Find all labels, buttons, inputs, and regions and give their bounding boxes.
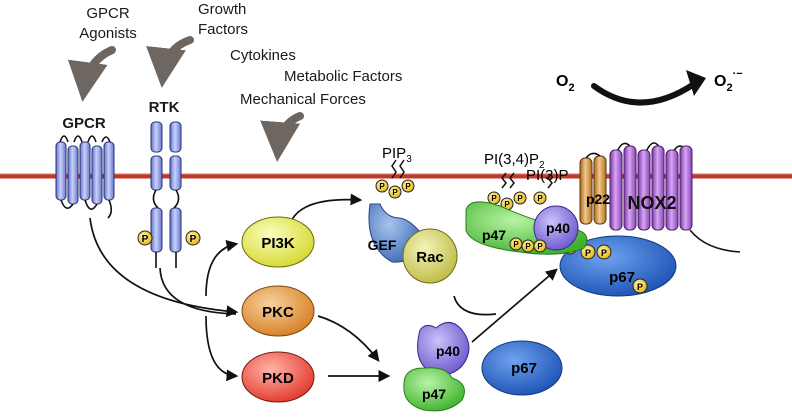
p40-cytosolic-label: p40: [436, 343, 460, 359]
mechanical-forces-label: Mechanical Forces: [240, 91, 366, 108]
svg-text:P: P: [379, 182, 385, 191]
metabolic-factors-label: Metabolic Factors: [284, 68, 402, 85]
gpcr-agonist-arrow: [67, 46, 116, 102]
svg-text:P: P: [601, 248, 607, 258]
superoxide-label: O2·−: [714, 68, 743, 94]
gpcr-agonists-label-line2: Agonists: [79, 25, 137, 42]
p47-cytosolic-label: p47: [422, 386, 446, 402]
p47-cytosolic-node: [403, 367, 465, 412]
pi34p2-label: PI(3,4)P2: [484, 151, 545, 171]
svg-text:P: P: [637, 282, 643, 292]
svg-text:P: P: [537, 242, 543, 251]
pkd-label: PKD: [262, 370, 294, 387]
cytosolic-to-membrane-arrow: [471, 268, 558, 343]
gef-rac-group: PIP3 P P P GEF Rac: [368, 145, 458, 284]
p67-cytosolic-label: p67: [511, 360, 537, 377]
pip3-phospho-2-icon: [388, 185, 402, 199]
pi3p-label: PI(3)P: [526, 167, 569, 184]
svg-text:P: P: [142, 234, 149, 245]
svg-text:P: P: [491, 194, 497, 203]
stimuli-group: GPCR Agonists Growth Factors Cytokines M…: [67, 1, 402, 162]
svg-text:P: P: [504, 200, 510, 209]
p67-cytosolic-node: [481, 340, 563, 396]
pkc-label: PKC: [262, 304, 294, 321]
svg-text:P: P: [513, 240, 519, 249]
svg-text:P: P: [405, 182, 411, 191]
gpcr-intracellular-loops: [60, 199, 113, 219]
pip3-label: PIP3: [382, 145, 412, 165]
gpcr-to-pkc-arrow: [89, 217, 239, 318]
rtk-to-pkc-line: [159, 267, 237, 315]
rac-label: Rac: [416, 249, 444, 266]
svg-text:P: P: [517, 194, 523, 203]
rtk-phospho-left-icon: [137, 230, 153, 246]
growth-factors-label-line1: Growth: [198, 1, 246, 18]
growth-factors-label-line2: Factors: [198, 21, 248, 38]
cytosolic-subunits: p40 p47 p67: [403, 322, 563, 412]
p40-membrane-label: p40: [546, 220, 570, 236]
to-pkd-arrow: [205, 315, 239, 382]
nox2-complex: PI(3,4)P2 PI(3)P P P P P p67 P P P P p47…: [465, 142, 741, 297]
pi3k-label: PI3K: [261, 235, 295, 252]
rac-translocation-line: [453, 295, 497, 316]
rac-node: [402, 228, 458, 284]
gpcr-extracellular-loops: [59, 135, 111, 143]
pkc-to-cytosolic-arrow: [317, 315, 380, 362]
svg-text:P: P: [190, 234, 197, 245]
oxygen-label: O2: [556, 73, 575, 94]
pip3-phospho-3-icon: [401, 179, 415, 193]
svg-text:P: P: [537, 194, 543, 203]
mechanical-force-arrow: [260, 112, 304, 162]
superoxide-reaction: O2 O2·−: [556, 68, 743, 106]
cytokines-label: Cytokines: [230, 47, 296, 64]
gpcr-label: GPCR: [62, 115, 106, 132]
rtk-receptor: RTK P P: [137, 99, 201, 268]
to-pi3k-arrow: [205, 240, 239, 297]
gpcr-receptor: GPCR: [55, 115, 115, 219]
nox2-label: NOX2: [627, 193, 676, 213]
pi3p-phospho-icon: [533, 191, 547, 205]
svg-text:P: P: [392, 188, 398, 197]
pkd-node: [241, 351, 315, 403]
pi3k-node: [241, 216, 315, 268]
superoxide-arrow: [591, 81, 697, 106]
p67-membrane-label: p67: [609, 269, 635, 286]
p47-membrane-label: p47: [482, 227, 506, 243]
p22-label: p22: [586, 191, 610, 207]
kinases-group: PI3K PKC PKD: [241, 216, 315, 403]
svg-text:P: P: [525, 242, 531, 251]
gpcr-agonists-label-line1: GPCR: [86, 5, 130, 22]
p40-membrane-node: [533, 205, 579, 251]
growth-factor-arrow: [146, 36, 194, 88]
nox2-helix-1: [609, 149, 623, 231]
rtk-label: RTK: [149, 99, 180, 116]
signaling-arrows: [89, 193, 558, 382]
pi34p2-phospho-3-icon: [513, 191, 527, 205]
pkc-node: [241, 285, 315, 337]
svg-text:P: P: [585, 248, 591, 258]
gef-label: GEF: [368, 237, 397, 253]
rtk-phospho-right-icon: [185, 230, 201, 246]
pip3-phospho-1-icon: [375, 179, 389, 193]
